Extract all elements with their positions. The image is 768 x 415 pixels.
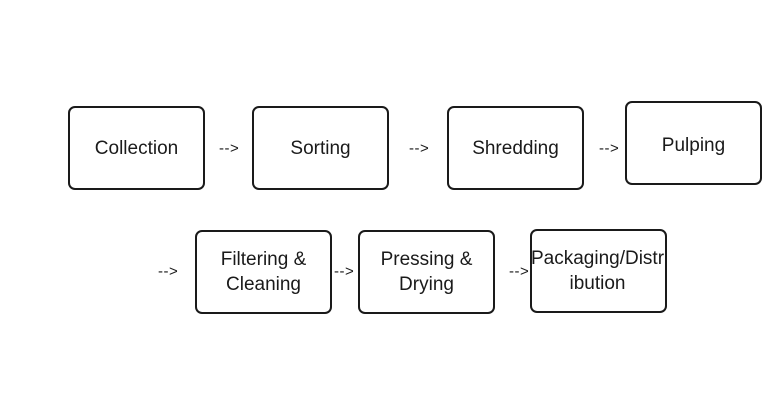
step-packaging-distribution-box: Packaging/Distr ibution [530, 229, 667, 313]
step-pressing-drying-box: Pressing & Drying [358, 230, 495, 314]
step-sorting-label: Sorting [290, 137, 351, 159]
arrow-connector: --> [158, 263, 179, 280]
step-pulping-label: Pulping [661, 135, 726, 156]
arrow-connector: --> [599, 140, 620, 157]
step-pulping-box: Pulping [625, 101, 762, 185]
step-shredding-label: Shredding [472, 137, 559, 159]
step-filtering-label-line2: Cleaning [226, 274, 301, 295]
step-pressing-label-line1: Pressing & [380, 249, 473, 270]
step-collection-label: Collection [94, 137, 179, 159]
step-filtering-cleaning-box: Filtering & Cleaning [195, 230, 332, 314]
arrow-connector: --> [219, 140, 240, 157]
arrow-connector: --> [334, 263, 355, 280]
step-packaging-label-line1: Packaging/Distr [530, 248, 665, 269]
step-sorting-box: Sorting [252, 106, 389, 190]
step-pressing-label-line2: Drying [399, 274, 454, 295]
step-shredding-box: Shredding [447, 106, 584, 190]
step-packaging-label-line2: ibution [569, 273, 626, 294]
arrow-connector: --> [509, 263, 530, 280]
step-filtering-label-line1: Filtering & [220, 249, 307, 270]
step-collection-box: Collection [68, 106, 205, 190]
arrow-connector: --> [409, 140, 430, 157]
